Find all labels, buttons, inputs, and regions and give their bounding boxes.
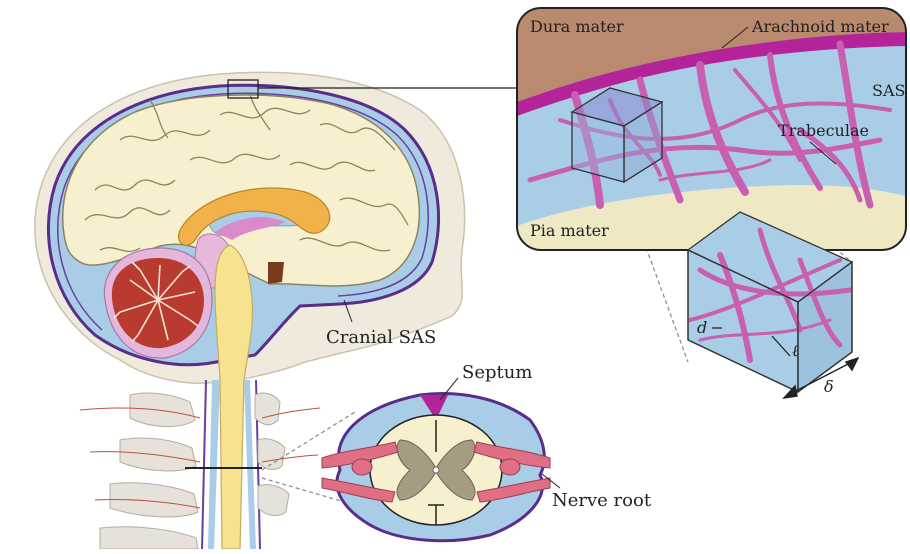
label-dura-mater: Dura mater [530, 17, 624, 36]
label-ell: ℓ [792, 341, 799, 360]
pituitary [268, 262, 284, 284]
label-delta: δ [824, 377, 834, 396]
label-pia-mater: Pia mater [530, 221, 609, 240]
label-trabeculae: Trabeculae [778, 121, 869, 140]
label-arachnoid-mater: Arachnoid mater [751, 17, 889, 36]
label-sas: SAS [872, 81, 905, 100]
label-d: d [697, 318, 707, 337]
spinal-cross-section [322, 394, 550, 541]
label-cranial-sas: Cranial SAS [326, 327, 436, 348]
central-canal [433, 467, 439, 473]
label-septum: Septum [462, 362, 532, 383]
label-nerve-root: Nerve root [552, 490, 652, 511]
